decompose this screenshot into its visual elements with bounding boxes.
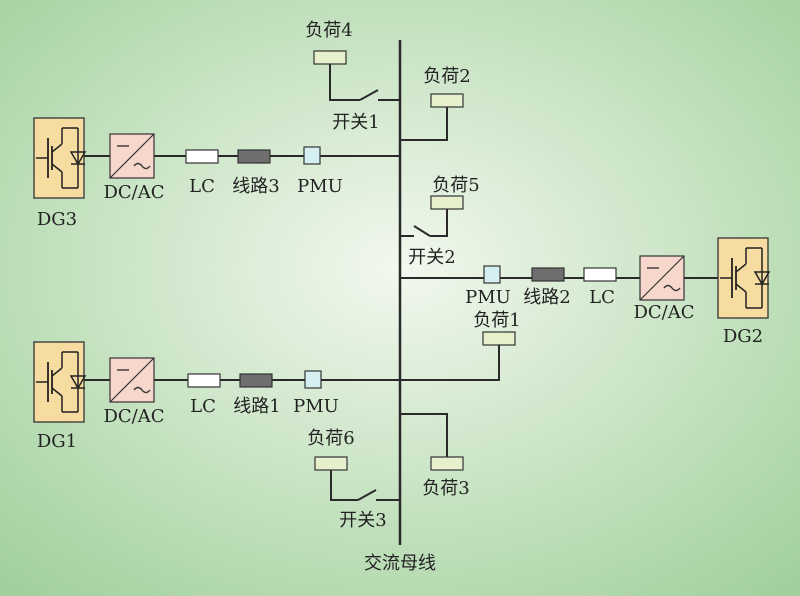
line-3-impedance[interactable] <box>237 149 271 164</box>
switch-2[interactable] <box>413 225 431 237</box>
line-2-impedance[interactable] <box>531 267 565 282</box>
converter-2-label: DC/AC <box>633 302 694 323</box>
converter-1-label: DC/AC <box>103 406 164 427</box>
dg3-label: DG3 <box>37 209 77 230</box>
dc-ac-converter-1-icon[interactable] <box>109 357 155 403</box>
pmu-3-label: PMU <box>297 176 343 197</box>
load-6-wire <box>330 470 358 501</box>
line-1-label: 线路1 <box>233 396 280 417</box>
dc-ac-converter-2-icon[interactable] <box>639 255 685 301</box>
load-6[interactable] <box>314 456 348 471</box>
load-4[interactable] <box>313 50 347 65</box>
switch-2-label: 开关2 <box>408 247 455 268</box>
switch-3-label: 开关3 <box>339 510 386 531</box>
switch-1-label: 开关1 <box>332 112 379 133</box>
lc-filter-3[interactable] <box>185 149 219 164</box>
pmu-3[interactable] <box>303 146 321 165</box>
pmu-1-label: PMU <box>293 396 339 417</box>
load-6-label: 负荷6 <box>307 428 354 449</box>
load-1-wire <box>400 345 500 381</box>
dg1-box[interactable] <box>33 341 85 423</box>
load-4-wire <box>329 64 360 101</box>
ac-bus-label: 交流母线 <box>364 553 436 574</box>
lc-filter-2[interactable] <box>583 267 617 282</box>
switch-3[interactable] <box>357 489 377 501</box>
line-3-label: 线路3 <box>232 176 279 197</box>
lc-filter-1[interactable] <box>187 373 221 388</box>
load-2-wire <box>400 107 448 141</box>
switch-1[interactable] <box>359 89 379 101</box>
dg2-label: DG2 <box>723 326 763 347</box>
pmu-2[interactable] <box>483 265 501 284</box>
lc-3-label: LC <box>189 176 215 197</box>
load-5-wire <box>430 209 448 237</box>
converter-3-label: DC/AC <box>103 182 164 203</box>
pmu-2-label: PMU <box>465 287 511 308</box>
load-3[interactable] <box>430 456 464 471</box>
load-5[interactable] <box>430 195 464 210</box>
pmu-1[interactable] <box>304 370 322 389</box>
load-2[interactable] <box>430 93 464 108</box>
load-3-wire <box>400 413 448 457</box>
load-5-label: 负荷5 <box>432 175 479 196</box>
load-4-label: 负荷4 <box>305 20 352 41</box>
lc-2-label: LC <box>589 287 615 308</box>
line-2-label: 线路2 <box>523 287 570 308</box>
load-1[interactable] <box>482 331 516 346</box>
dc-ac-converter-3-icon[interactable] <box>109 133 155 179</box>
lc-1-label: LC <box>190 396 216 417</box>
line-1-impedance[interactable] <box>239 373 273 388</box>
dg1-label: DG1 <box>37 431 77 452</box>
load-1-label: 负荷1 <box>473 310 520 331</box>
load-3-label: 负荷3 <box>422 478 469 499</box>
load-2-label: 负荷2 <box>423 66 470 87</box>
